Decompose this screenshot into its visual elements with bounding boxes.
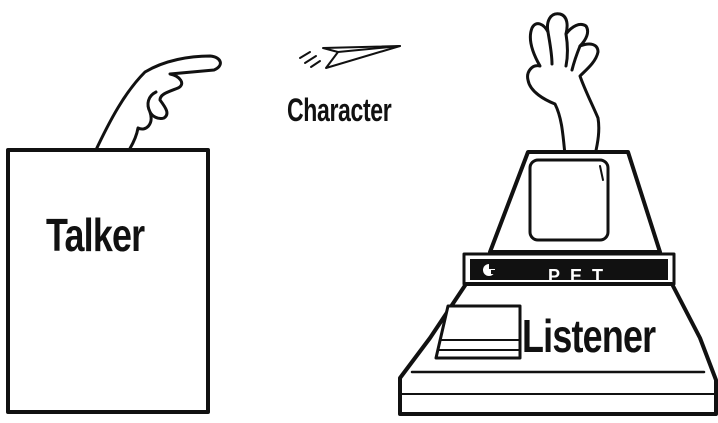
listener-label: Listener	[522, 309, 655, 363]
character-label: Character	[287, 92, 391, 129]
pet-brand-label: PET	[548, 266, 613, 287]
paper-airplane-icon	[300, 46, 400, 68]
pet-screen	[530, 160, 608, 240]
talker-hand-icon	[95, 56, 220, 152]
listener-hand-icon	[528, 14, 599, 155]
talker-box	[8, 150, 208, 412]
talker-label: Talker	[46, 208, 144, 262]
